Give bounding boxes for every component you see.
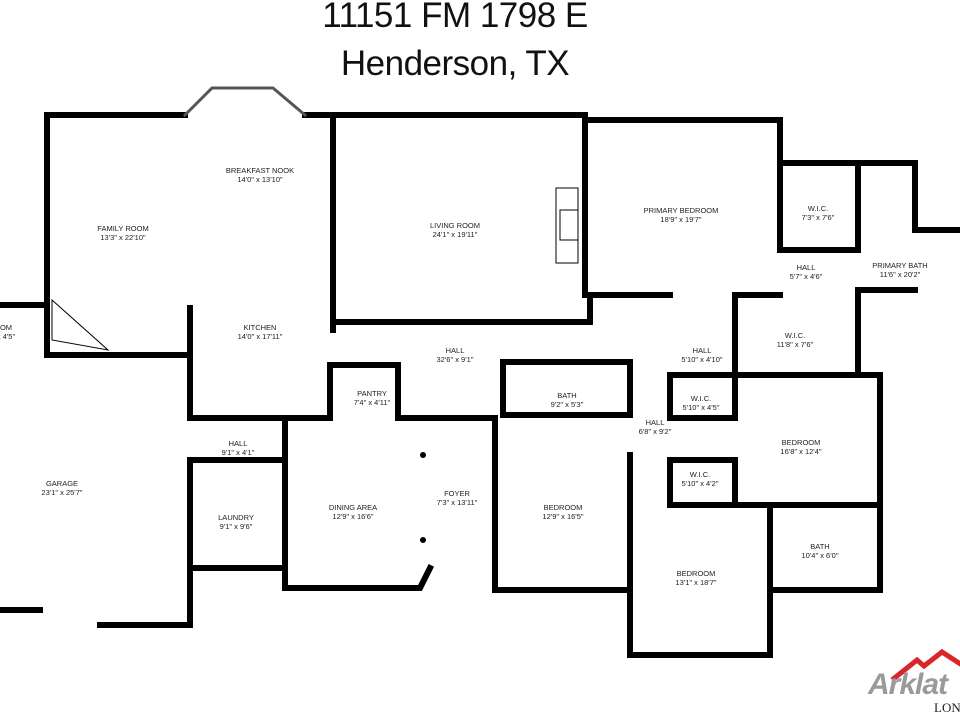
room-name: W.I.C. [690,394,712,403]
room-name: LIVING ROOM [429,221,481,230]
room-name: KITCHEN [243,323,277,332]
room-name: GARAGE [45,479,79,488]
room-name: HALL [645,418,665,427]
room-name: HALL [796,263,816,272]
room-size: 9'1" x 4'1" [221,448,255,457]
door-dots [420,452,426,543]
room-name: BEDROOM [676,569,716,578]
room-size: 24'1" x 19'11" [432,230,478,239]
room-name: W.I.C. [784,331,806,340]
walls [0,86,960,658]
room-name: BREAKFAST NOOK [225,166,295,175]
room-size: 18'9" x 19'7" [660,215,702,224]
brokerage-logo: Arklat LON [862,640,960,720]
room-name: HALL [228,439,248,448]
room-label: W.I.C.7'3" x 7'6" [802,204,835,222]
room-name: FAMILY ROOM [97,224,149,233]
room-size: 5'10" x 4'2" [681,479,719,488]
room-name: DINING AREA [328,503,378,512]
room-size: 5'10" x 4'10" [681,355,723,364]
room-name: FOYER [444,489,470,498]
room-size: 12'9" x 16'6" [332,512,374,521]
room-name: BATH [557,391,577,400]
room-size: 13'3" x 22'10" [100,233,146,242]
roof-icon [890,648,960,682]
room-name: PANTRY [357,389,387,398]
room-size: 9'2" x 5'3" [550,400,584,409]
room-name: BEDROOM [543,503,583,512]
room-name: OM [0,323,13,332]
room-size: 10'4" x 6'0" [801,551,839,560]
room-size: 6'8" x 9'2" [638,427,672,436]
room-size: 16'8" x 12'4" [780,447,822,456]
room-name: HALL [445,346,465,355]
room-size: 14'0" x 13'10" [237,175,283,184]
room-size: 13'1" x 18'7" [675,578,717,587]
room-size: 7'4" x 4'11" [353,398,391,407]
room-size: 23'1" x 25'7" [41,488,83,497]
address-line-1: 11151 FM 1798 E [322,0,588,35]
room-size: 11'8" x 7'6" [776,340,814,349]
room-size: 5'10" x 4'5" [682,403,720,412]
room-size: 7'3" x 7'6" [801,213,835,222]
room-size: 14'0" x 17'11" [237,332,283,341]
room-label: W.I.C.11'8" x 7'6" [777,331,813,349]
room-size: x 4'5" [0,332,16,341]
room-name: BATH [810,542,830,551]
room-name: PRIMARY BATH [872,261,928,270]
room-name: PRIMARY BEDROOM [643,206,719,215]
room-name: HALL [692,346,712,355]
room-size: 7'3" x 13'11" [436,498,478,507]
room-name: W.I.C. [807,204,829,213]
room-size: 9'1" x 9'6" [219,522,253,531]
room-name: LAUNDRY [218,513,254,522]
logo-sub: LON [934,700,960,715]
room-name: BEDROOM [781,438,821,447]
room-size: 5'7" x 4'6" [789,272,823,281]
room-size: 32'6" x 9'1" [436,355,474,364]
room-label: W.I.C.5'10" x 4'2" [682,470,719,488]
room-size: 11'6" x 20'2" [879,270,921,279]
room-label: OMx 4'5" [0,323,15,341]
logo-brand: Arklat [868,668,948,701]
room-name: W.I.C. [689,470,711,479]
address-line-2: Henderson, TX [340,44,570,83]
room-label: W.I.C.5'10" x 4'5" [683,394,720,412]
room-size: 12'9" x 16'5" [542,512,584,521]
